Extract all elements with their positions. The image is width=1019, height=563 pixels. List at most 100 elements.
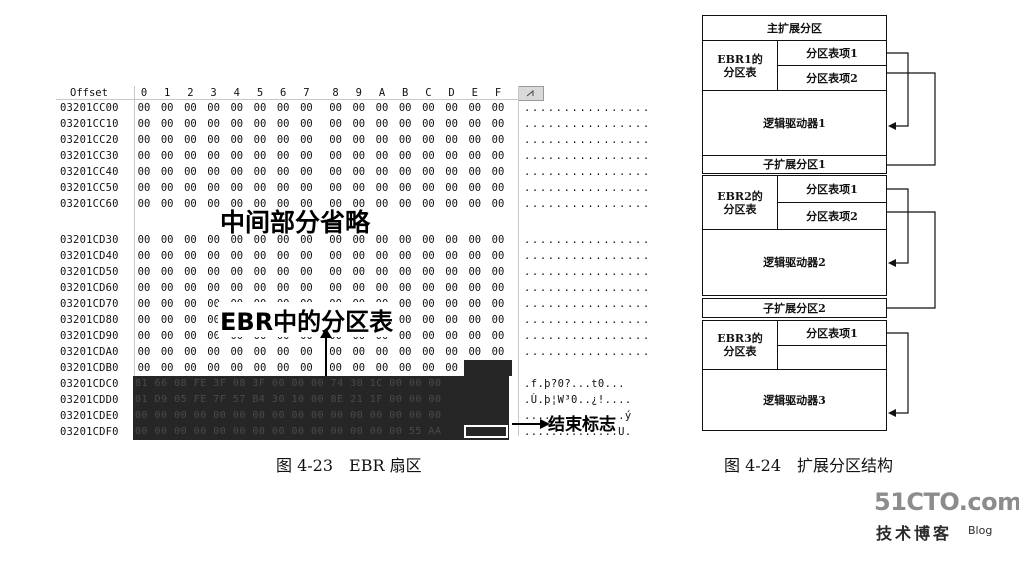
hex-byte: 00 (398, 134, 412, 146)
hex-byte: 00 (137, 266, 151, 278)
hex-byte: 00 (253, 150, 267, 162)
hex-byte: 00 (329, 250, 342, 262)
hex-byte: 00 (468, 234, 482, 246)
hex-byte: 00 (398, 250, 412, 262)
hex-byte: 00 (300, 282, 313, 294)
hex-byte: 00 (468, 298, 482, 310)
hex-byte: 00 (375, 182, 389, 194)
hex-byte: 00 (375, 362, 389, 374)
hex-byte: 00 (422, 182, 435, 194)
hex-byte: 00 (352, 182, 366, 194)
hex-row-offset: 03201CDB0 (60, 362, 119, 374)
hex-row-ascii: ................ (524, 330, 651, 342)
omitted-section-label: 中间部分省略 (220, 208, 371, 237)
hex-byte: 00 (207, 362, 220, 374)
hex-header-column: A (378, 87, 386, 99)
hex-byte: 00 (276, 150, 290, 162)
hex-byte: 00 (375, 166, 389, 178)
ebr2-entry2-label: 分区表项2 (806, 209, 858, 223)
hex-byte: 00 (329, 182, 342, 194)
hex-byte: 00 (184, 330, 197, 342)
hex-byte: 00 (160, 118, 174, 130)
hex-byte: 00 (445, 298, 458, 310)
sub-extended1-label: 子扩展分区1 (763, 158, 826, 171)
hex-byte: 00 (375, 266, 389, 278)
hex-byte: 00 (422, 330, 435, 342)
hex-byte: 00 (184, 266, 197, 278)
hex-row-offset: 03201CD70 (60, 298, 119, 310)
hex-row-offset: 03201CC10 (60, 118, 119, 130)
ebr2-entry1-box: 分区表项1 (777, 175, 887, 203)
hex-row-offset: 03201CC00 (60, 102, 119, 114)
hex-byte: 00 (422, 102, 435, 114)
hex-byte: 00 (137, 166, 151, 178)
hex-byte: 00 (329, 150, 342, 162)
hex-byte: 00 (375, 198, 389, 210)
hex-byte: 00 (300, 166, 313, 178)
hex-byte: 00 (468, 330, 482, 342)
hex-byte: 00 (253, 266, 267, 278)
hex-row-offset: 03201CDA0 (60, 346, 119, 358)
hex-byte: 00 (253, 346, 267, 358)
hex-row: 03201CDB00000000000000000000000000000000… (56, 360, 642, 376)
hex-row-bytes: 00 00 00 00 00 00 00 00 00 00 00 00 00 0… (135, 426, 442, 437)
hex-byte: 00 (207, 250, 220, 262)
hex-byte: 00 (253, 118, 267, 130)
hex-byte: 00 (398, 314, 412, 326)
hex-row-ascii: ................ (524, 250, 651, 262)
hex-byte: 00 (253, 250, 267, 262)
hex-row-ascii: ................ (524, 314, 651, 326)
hex-row-ascii: ...............ý (524, 410, 632, 422)
hex-byte: 00 (207, 314, 220, 326)
hex-byte: 00 (300, 266, 313, 278)
hex-header-divider (56, 99, 518, 100)
hex-byte: 00 (300, 362, 313, 374)
hex-header-column: 6 (280, 87, 287, 99)
hex-byte: 00 (491, 234, 505, 246)
hex-byte: 00 (491, 198, 505, 210)
hex-byte: 00 (329, 118, 342, 130)
hex-byte: 00 (468, 314, 482, 326)
sub-extended2-label: 子扩展分区2 (763, 301, 826, 315)
hex-byte: 00 (422, 298, 435, 310)
hex-byte: 00 (422, 362, 435, 374)
hex-byte: 00 (422, 134, 435, 146)
hex-byte: 00 (375, 150, 389, 162)
hex-byte: 00 (352, 118, 366, 130)
hex-byte: 00 (160, 150, 174, 162)
watermark-subtitle: 技术博客 (876, 524, 953, 543)
end-mark-label: 结束标志 (548, 415, 616, 435)
hex-byte: 00 (398, 282, 412, 294)
hex-byte: 00 (207, 298, 220, 310)
hex-byte: 00 (352, 150, 366, 162)
hex-byte: 00 (253, 362, 267, 374)
hex-byte: 00 (398, 182, 412, 194)
hex-byte: 00 (352, 166, 366, 178)
hex-byte: 00 (375, 282, 389, 294)
hex-byte: 00 (160, 250, 174, 262)
hex-row-offset: 03201CDC0 (60, 378, 119, 390)
hex-byte: 00 (137, 362, 151, 374)
hex-row-ascii: ................ (524, 346, 651, 358)
hex-byte: 00 (375, 346, 389, 358)
hex-byte: 00 (300, 150, 313, 162)
hex-byte: 00 (300, 346, 313, 358)
hex-byte: 00 (207, 266, 220, 278)
hex-header-offset: Offset (70, 87, 108, 99)
hex-byte: 00 (491, 330, 505, 342)
hex-byte: 00 (398, 362, 412, 374)
logical-drive3-box: 逻辑驱动器3 (702, 369, 887, 431)
hex-byte: 00 (276, 182, 290, 194)
hex-byte: 00 (491, 134, 505, 146)
